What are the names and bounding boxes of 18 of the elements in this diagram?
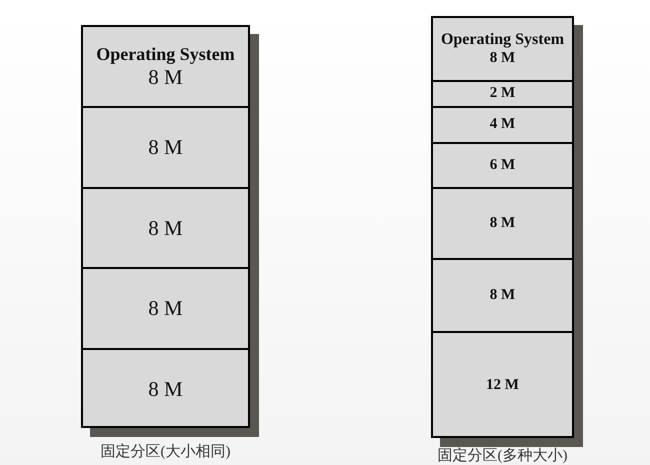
partition-size: 12 M	[486, 376, 519, 394]
partition-size: 6 M	[490, 156, 516, 174]
partition-size: 8 M	[490, 50, 516, 67]
partition-title: Operating System	[96, 44, 235, 65]
partition-size: 8 M	[148, 376, 183, 402]
partition-size: 8 M	[148, 64, 183, 89]
partition-size: 8 M	[148, 216, 183, 240]
partition-size: 4 M	[490, 116, 516, 134]
partition-size: 2 M	[490, 85, 516, 103]
partition-size: 8 M	[148, 296, 183, 321]
memory-column	[81, 25, 250, 428]
memory-column	[431, 16, 574, 438]
partition-size: 8 M	[490, 286, 516, 304]
node-label: 固定分区(多种大小)	[436, 446, 568, 465]
partition-size: 8 M	[490, 214, 516, 232]
node-label: 固定分区(大小相同)	[100, 442, 232, 461]
partition-title: Operating System	[440, 31, 564, 50]
partition-size: 8 M	[148, 135, 183, 160]
